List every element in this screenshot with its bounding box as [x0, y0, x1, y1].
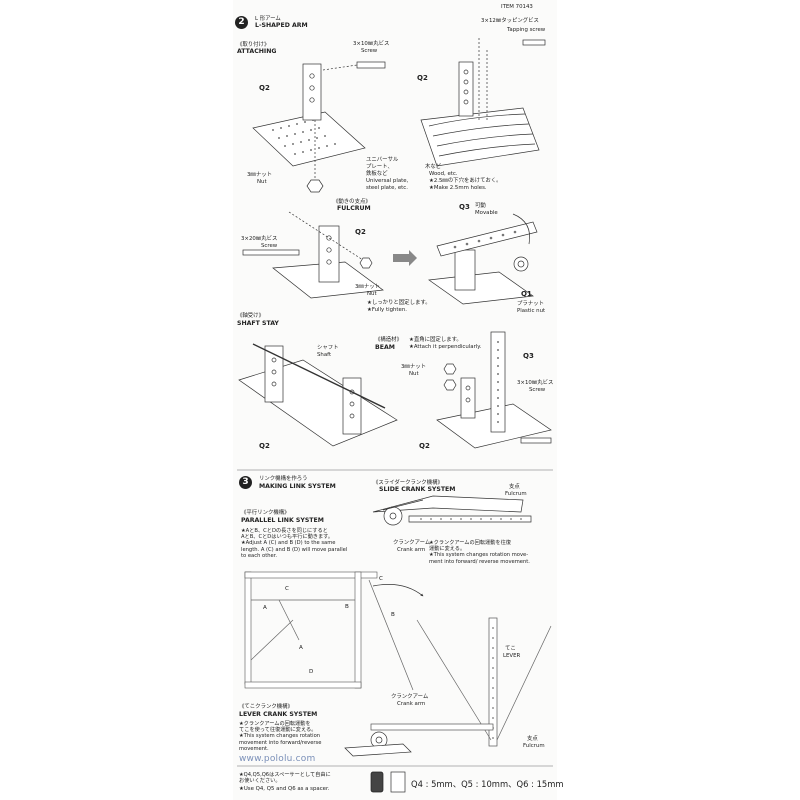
- screw-20-label-en: Screw: [261, 243, 278, 249]
- slide-crank-title-en: SLIDE CRANK SYSTEM: [379, 486, 456, 493]
- link-title-jp: リンク機構を作ろう: [259, 476, 308, 482]
- beam-note-jp: ★直角に固定します。: [409, 337, 462, 343]
- spacer-note-jp: ★Q4,Q5,Q6はスペーサーとして自由に お使いください。: [239, 772, 331, 785]
- lever-crank-title-en: LEVER CRANK SYSTEM: [239, 711, 318, 718]
- lever-crank-note: ★クランクアームの回転運動を てこを使って往復運動に変える。 ★This sys…: [239, 721, 322, 752]
- tapping-screw-label-en: Tapping screw: [507, 27, 546, 33]
- nut-label-en: Nut: [257, 179, 267, 185]
- nut2-label-en: Nut: [367, 291, 377, 297]
- tighten-note-jp: ★しっかりと固定します。: [367, 300, 431, 306]
- wood-note-en: ★Make 2.5mm holes.: [429, 185, 487, 191]
- screw-20-label-jp: 3×20㎜丸ビス: [241, 236, 278, 242]
- wood-label-en: Wood, etc.: [429, 171, 458, 177]
- link-b-label: B: [345, 604, 349, 610]
- wood-note-jp: ★2.5㎜の下穴をあけておく。: [429, 178, 502, 184]
- part-q3-label: Q3: [459, 203, 470, 211]
- pololu-watermark: www.pololu.com: [239, 754, 316, 764]
- link-c-label: C: [285, 586, 289, 592]
- plate-label-jp-1: ユニバーサル: [366, 157, 399, 163]
- lever-label-jp: てこ: [505, 646, 516, 652]
- step-number-3: 3: [239, 476, 252, 489]
- l-arm-title-en: L-SHAPED ARM: [255, 22, 308, 29]
- fulcrum-title-en: FULCRUM: [337, 205, 371, 212]
- link-a2-label: A: [299, 645, 303, 651]
- screw3-label-jp: 3×10㎜丸ビス: [517, 380, 554, 386]
- spacer-note-en: ★Use Q4, Q5 and Q6 as a spacer.: [239, 786, 330, 792]
- lever-crank-arm-en: Crank arm: [397, 701, 426, 707]
- screw-label-en: Screw: [361, 48, 378, 54]
- instruction-sheet: ITEM 70143 2 L 形アーム L-SHAPED ARM 《取り付け》 …: [233, 0, 564, 800]
- plate-label-jp-3: 鉄板など: [366, 171, 388, 177]
- item-number: ITEM 70143: [501, 4, 533, 10]
- part-q2-label-fulcrum: Q2: [355, 228, 366, 236]
- part-q2-label-wood: Q2: [417, 74, 428, 82]
- attaching-title-en: ATTACHING: [237, 48, 277, 55]
- part-q2-label-beam: Q2: [419, 442, 430, 450]
- instruction-drawings: [237, 38, 553, 793]
- tighten-note-en: ★Fully tighten.: [367, 307, 407, 313]
- link-b2-label: B: [391, 612, 395, 618]
- nut3-label-jp: 3㎜ナット: [401, 364, 426, 370]
- attaching-title-jp: 《取り付け》: [237, 42, 270, 48]
- wood-label-jp: 木など: [425, 164, 442, 170]
- tapping-screw-label-jp: 3×12㎜タッピングビス: [481, 18, 539, 24]
- slide-crank-arm-jp: クランクアーム: [393, 540, 431, 546]
- link-c2-label: C: [379, 576, 383, 582]
- plastic-nut-label-jp: プラナット: [517, 301, 544, 307]
- plastic-nut-label-en: Plastic nut: [517, 308, 546, 314]
- nut2-label-jp: 3㎜ナット: [355, 284, 380, 290]
- shaft-stay-title-jp: 《軸受け》: [237, 313, 264, 319]
- plate-label-jp-2: プレート、: [366, 164, 393, 170]
- slide-fulcrum-jp: 支点: [509, 484, 520, 490]
- screw3-label-en: Screw: [529, 387, 546, 393]
- l-arm-title-jp: L 形アーム: [255, 16, 281, 22]
- beam-note-en: ★Attach it perpendicularly.: [409, 344, 482, 350]
- lever-fulcrum-en: Fulcrum: [523, 743, 545, 749]
- part-q2-label-shaft: Q2: [259, 442, 270, 450]
- nut-label-jp: 3㎜ナット: [247, 172, 272, 178]
- part-q1-label: Q1: [521, 290, 532, 298]
- lever-crank-arm-jp: クランクアーム: [391, 694, 429, 700]
- part-q3-label-beam: Q3: [523, 352, 534, 360]
- link-a-label: A: [263, 605, 267, 611]
- parallel-note: ★AとB、CとDの長さを同じにすると AとB、CとDはいつも平行に動きます。 ★…: [241, 528, 348, 559]
- slide-crank-note: ★クランクアームの回転運動を往復 運動に変える。 ★This system ch…: [429, 540, 530, 565]
- slide-fulcrum-en: Fulcrum: [505, 491, 527, 497]
- movable-label-en: Movable: [475, 210, 498, 216]
- part-q2-label: Q2: [259, 84, 270, 92]
- link-d-label: D: [309, 669, 314, 675]
- slide-crank-arm-en: Crank arm: [397, 547, 426, 553]
- lever-label-en: LEVER: [503, 653, 521, 659]
- beam-title-jp: 《構造材》: [375, 337, 402, 343]
- link-title-en: MAKING LINK SYSTEM: [259, 483, 336, 490]
- beam-title-en: BEAM: [375, 344, 395, 351]
- shaft-label-jp: シャフト: [317, 345, 339, 351]
- nut3-label-en: Nut: [409, 371, 419, 377]
- spacer-sizes: Q4 : 5mm、Q5 : 10mm、Q6 : 15mm: [411, 779, 564, 789]
- screw-label-jp: 3×10㎜丸ビス: [353, 41, 390, 47]
- movable-label-jp: 可動: [475, 203, 486, 209]
- fulcrum-title-jp: 《動きの支点》: [333, 199, 371, 205]
- shaft-stay-title-en: SHAFT STAY: [237, 320, 279, 327]
- parallel-title-jp: 《平行リンク機構》: [241, 510, 290, 516]
- parallel-title-en: PARALLEL LINK SYSTEM: [241, 517, 324, 524]
- shaft-label-en: Shaft: [317, 352, 332, 358]
- plate-label-en-2: steel plate, etc.: [366, 185, 408, 191]
- step-number-2: 2: [235, 16, 248, 29]
- lever-crank-title-jp: 《てこクランク機構》: [239, 704, 293, 710]
- plate-label-en-1: Universal plate,: [366, 178, 409, 184]
- slide-crank-title-jp: 《スライダークランク機構》: [373, 480, 443, 486]
- lever-fulcrum-jp: 支点: [527, 736, 538, 742]
